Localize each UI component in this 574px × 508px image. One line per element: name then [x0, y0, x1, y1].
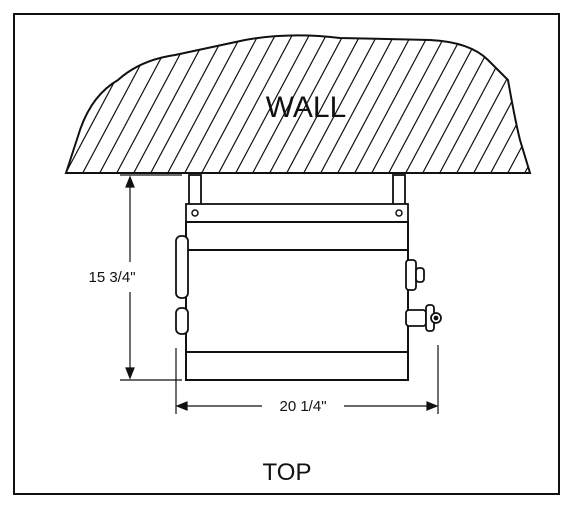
right-fittings [405, 259, 442, 332]
view-label: TOP [263, 459, 312, 486]
left-fittings [175, 235, 189, 335]
wall-outline [64, 34, 532, 174]
mounting-plate [185, 203, 409, 223]
unit-housing [185, 221, 409, 381]
height-dimension-label: 15 3/4" [88, 269, 135, 286]
wall-label: WALL [266, 91, 347, 124]
drawing-frame [13, 13, 560, 495]
height-dimension [120, 174, 182, 381]
wall: WALL [64, 34, 532, 174]
width-dimension-label: 20 1/4" [279, 398, 326, 415]
width-dimension [175, 345, 439, 414]
mounting-brackets [188, 174, 406, 206]
